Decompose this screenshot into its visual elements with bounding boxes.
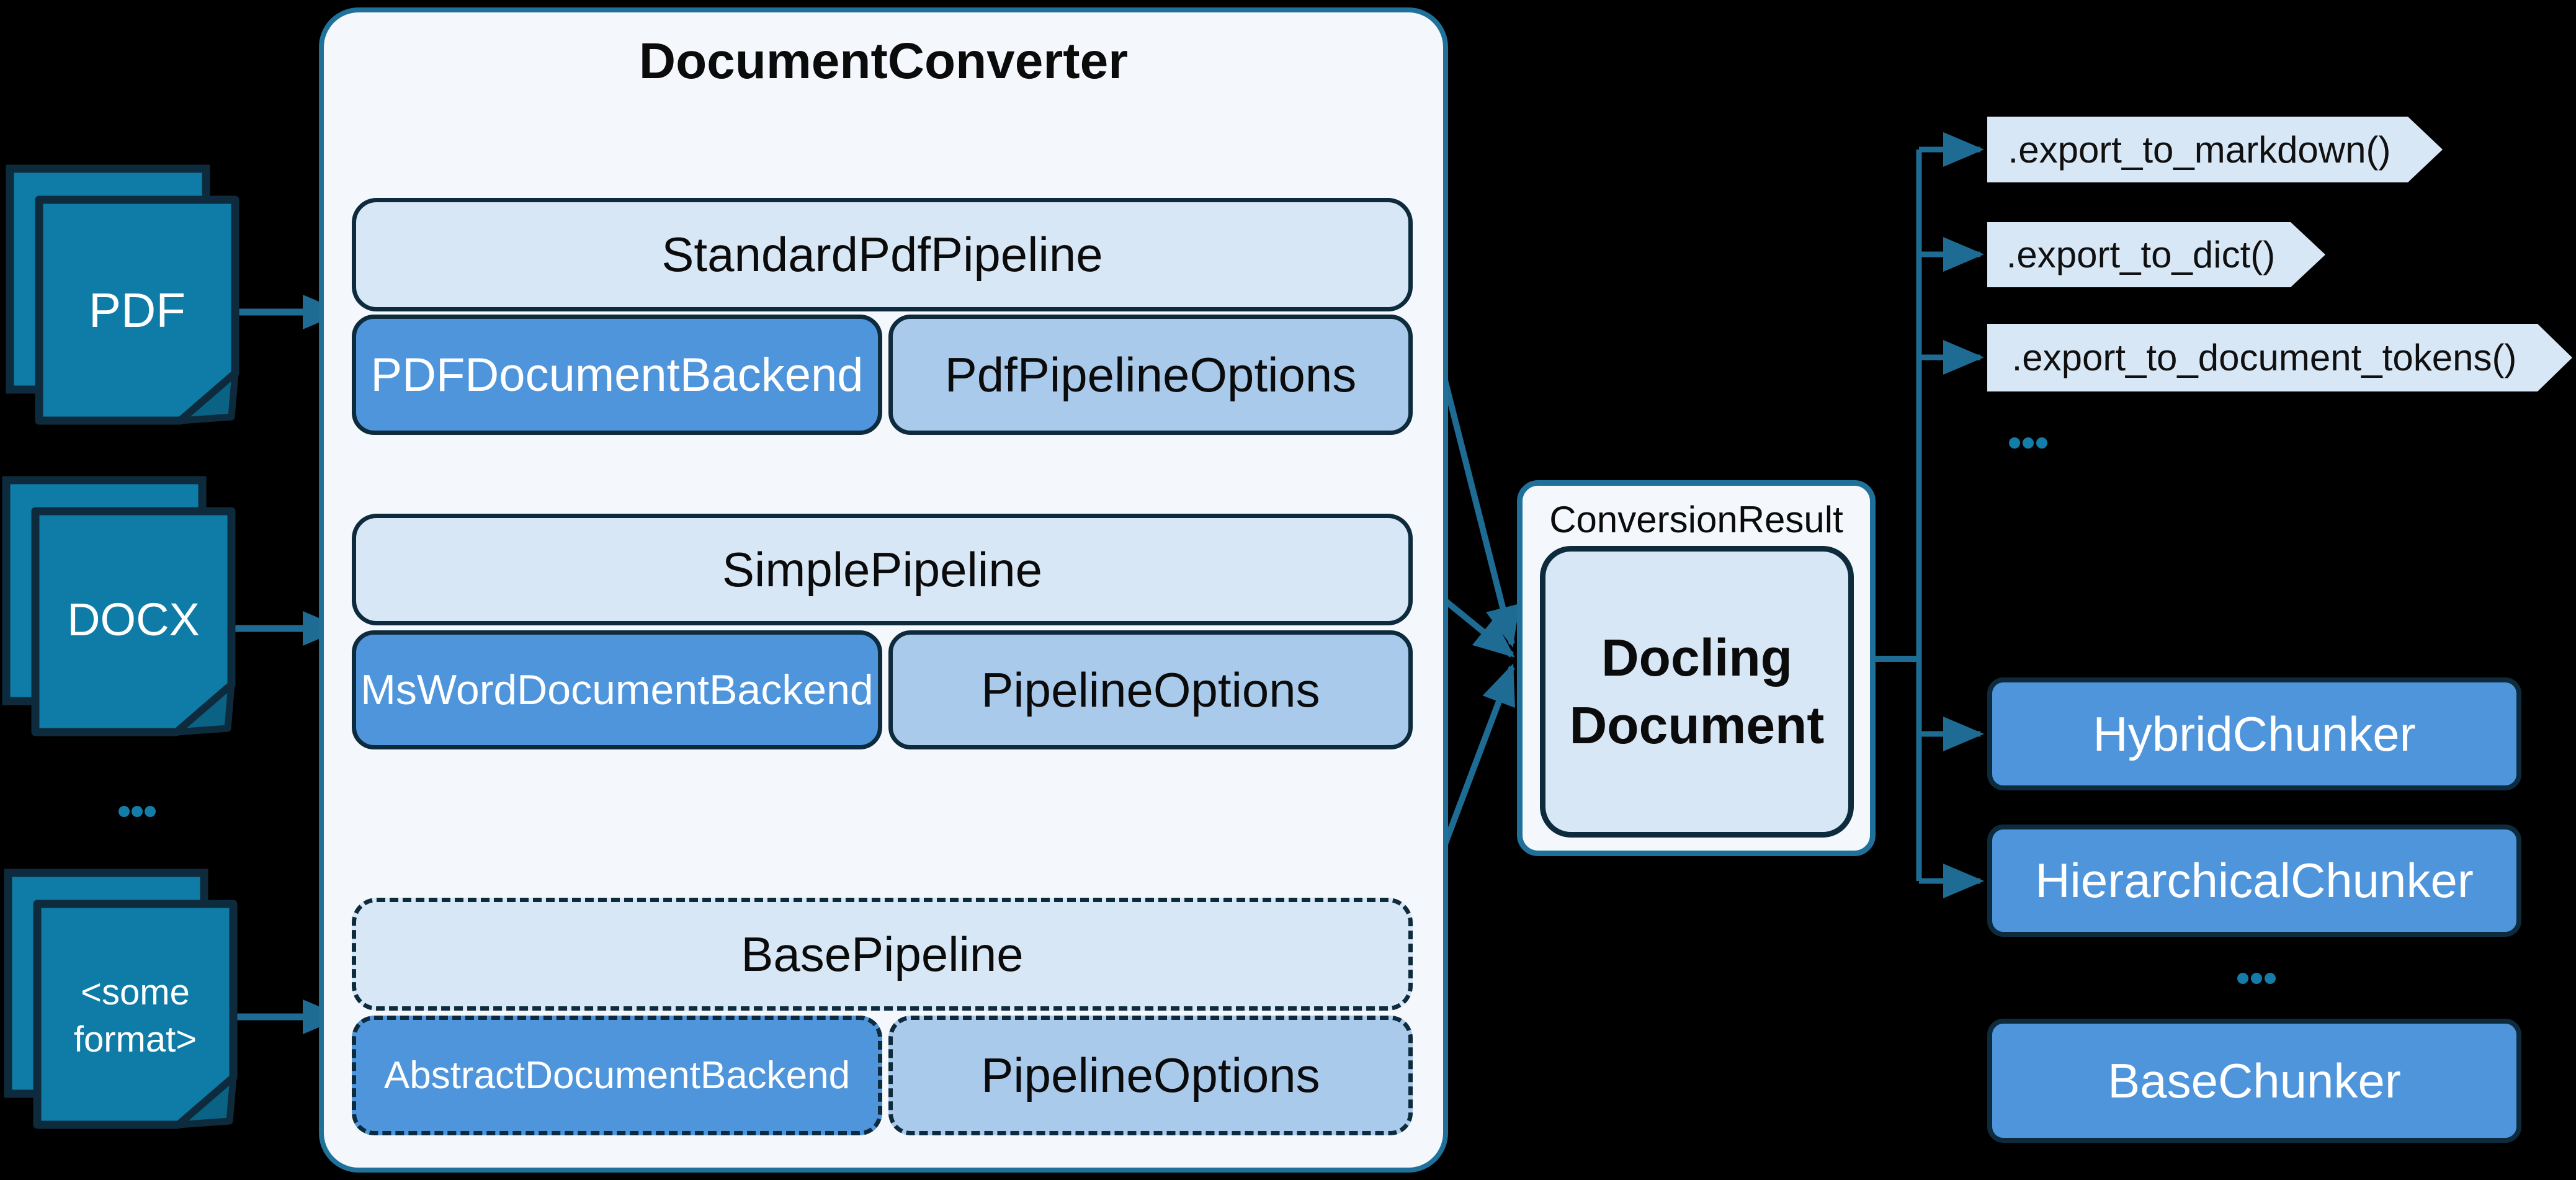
ellipsis-dots-inputs — [119, 806, 156, 817]
hierarchical-chunker-label: HierarchicalChunker — [2035, 853, 2474, 908]
backend-abstractdocumentbackend-label: AbstractDocumentBackend — [383, 1054, 851, 1097]
someformat-label-line2: format> — [74, 1019, 197, 1060]
export-to-markdown-tag: .export_to_markdown() — [1987, 117, 2443, 182]
pipeline-standardpdfpipeline-label: StandardPdfPipeline — [661, 227, 1103, 282]
someformat-label-line1: <some — [81, 972, 190, 1012]
pipeline-simplepipeline: SimplePipeline — [352, 514, 1413, 625]
backend-msworddocumentbackend-label: MsWordDocumentBackend — [360, 666, 874, 713]
pdf-label: PDF — [89, 283, 186, 337]
docx-document-icon: DOCX — [2, 476, 236, 736]
backend-msworddocumentbackend: MsWordDocumentBackend — [352, 630, 882, 749]
backend-pdfdocumentbackend-label: PDFDocumentBackend — [370, 348, 864, 401]
document-converter-title: DocumentConverter — [638, 33, 1129, 89]
options-pipelineoptions-simple: PipelineOptions — [888, 630, 1413, 749]
docling-document-box: Docling Document — [1540, 546, 1854, 838]
export-to-dict-tag: .export_to_dict() — [1987, 222, 2325, 287]
conversion-result-label: ConversionResult — [1549, 499, 1843, 540]
base-chunker-box: BaseChunker — [1987, 1019, 2521, 1143]
options-pipelineoptions-base: PipelineOptions — [888, 1016, 1413, 1135]
ellipsis-dots-exports — [2009, 437, 2047, 449]
export-to-document-tokens-label: .export_to_document_tokens() — [2011, 337, 2517, 378]
backend-abstractdocumentbackend: AbstractDocumentBackend — [352, 1016, 882, 1135]
options-pdfpipelineoptions: PdfPipelineOptions — [888, 315, 1413, 435]
export-to-document-tokens-tag: .export_to_document_tokens() — [1987, 324, 2572, 391]
export-to-dict-label: .export_to_dict() — [2006, 234, 2276, 275]
export-to-markdown-label: .export_to_markdown() — [2008, 128, 2391, 171]
pipeline-standardpdfpipeline: StandardPdfPipeline — [352, 198, 1413, 311]
docling-document-label-line1: Docling — [1601, 628, 1792, 687]
hybrid-chunker-box: HybridChunker — [1987, 677, 2521, 790]
someformat-document-icon: <some format> — [4, 869, 238, 1129]
docling-document-label-line2: Document — [1569, 696, 1825, 754]
backend-pdfdocumentbackend: PDFDocumentBackend — [352, 315, 882, 435]
pipeline-simplepipeline-label: SimplePipeline — [722, 542, 1042, 597]
docx-label: DOCX — [67, 594, 200, 645]
hybrid-chunker-label: HybridChunker — [2093, 706, 2416, 761]
base-chunker-label: BaseChunker — [2108, 1053, 2401, 1108]
pipeline-basepipeline: BasePipeline — [352, 898, 1413, 1011]
options-pdfpipelineoptions-label: PdfPipelineOptions — [944, 347, 1357, 402]
options-pipelineoptions-base-label: PipelineOptions — [981, 1048, 1320, 1102]
pdf-document-icon: PDF — [6, 164, 239, 425]
ellipsis-dots-chunkers — [2237, 973, 2276, 984]
hierarchical-chunker-box: HierarchicalChunker — [1987, 825, 2521, 937]
options-pipelineoptions-simple-label: PipelineOptions — [981, 662, 1320, 717]
pipeline-basepipeline-label: BasePipeline — [741, 926, 1024, 981]
